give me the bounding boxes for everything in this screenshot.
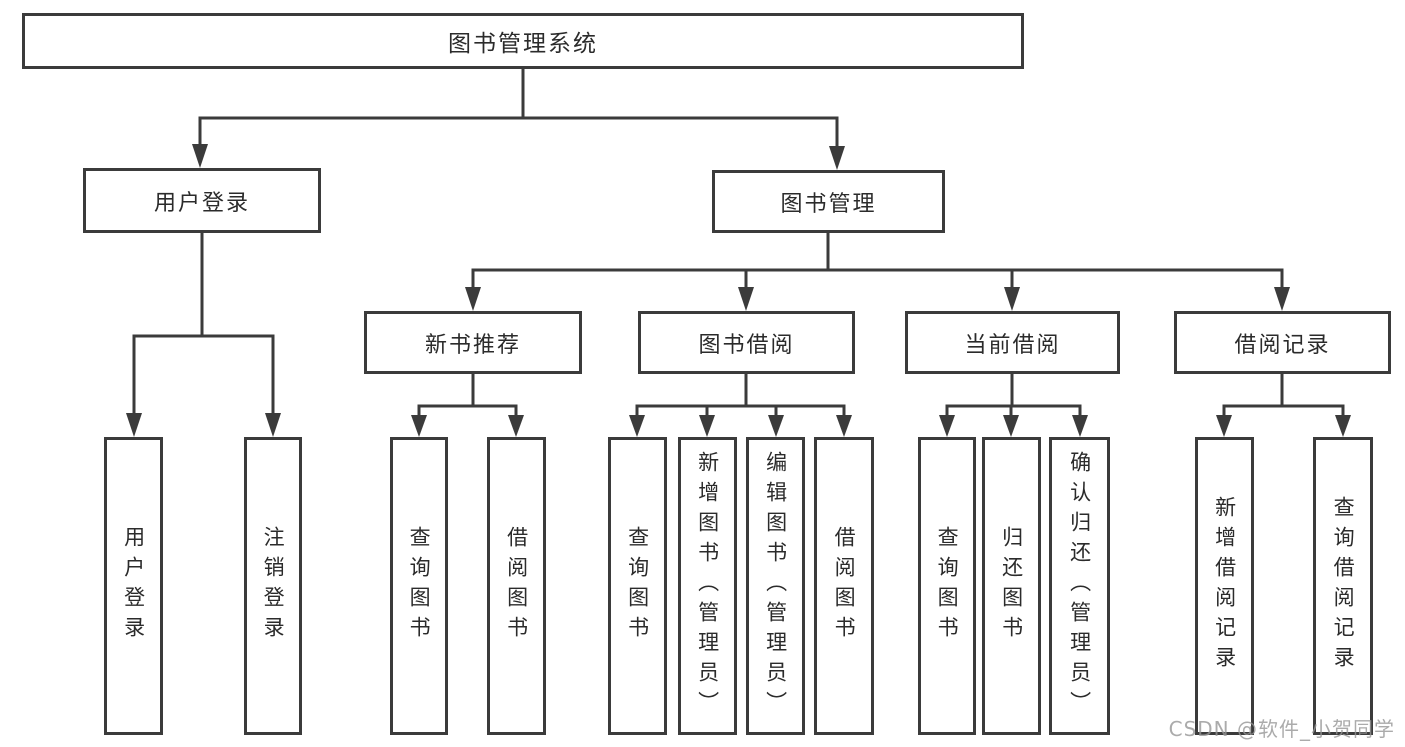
node-root: 图书管理系统 — [22, 13, 1024, 69]
node-leaf-logout-label: 注销登录 — [261, 526, 286, 646]
csdn-watermark: CSDN @软件_小贺同学 — [1168, 717, 1395, 741]
node-leaf-recommend-query-label: 查询图书 — [407, 526, 432, 646]
node-leaf-current-return: 归还图书 — [982, 437, 1041, 735]
node-leaf-records-add-label: 新增借阅记录 — [1212, 496, 1237, 676]
node-leaf-current-confirm-label: 确认归还（管理员） — [1067, 451, 1092, 721]
node-book-borrow-label: 图书借阅 — [698, 332, 795, 358]
node-current-borrow-label: 当前借阅 — [964, 332, 1061, 358]
node-leaf-user-login: 用户登录 — [104, 437, 163, 735]
node-leaf-borrow-query-label: 查询图书 — [625, 526, 650, 646]
node-leaf-recommend-query: 查询图书 — [390, 437, 448, 735]
node-current-borrow: 当前借阅 — [905, 311, 1120, 374]
node-leaf-recommend-borrow-label: 借阅图书 — [504, 526, 529, 646]
node-leaf-recommend-borrow: 借阅图书 — [487, 437, 546, 735]
node-leaf-records-query: 查询借阅记录 — [1313, 437, 1373, 735]
node-leaf-current-query-label: 查询图书 — [935, 526, 960, 646]
node-leaf-user-login-label: 用户登录 — [121, 526, 146, 646]
node-leaf-borrow-edit: 编辑图书（管理员） — [746, 437, 805, 735]
node-book-borrow: 图书借阅 — [638, 311, 855, 374]
node-leaf-borrow-query: 查询图书 — [608, 437, 667, 735]
node-leaf-borrow-add: 新增图书（管理员） — [678, 437, 737, 735]
node-leaf-borrow-borrow-label: 借阅图书 — [832, 526, 857, 646]
node-user-login-label: 用户登录 — [153, 190, 250, 216]
node-leaf-logout: 注销登录 — [244, 437, 302, 735]
node-borrow-records-label: 借阅记录 — [1234, 332, 1331, 358]
node-leaf-borrow-edit-label: 编辑图书（管理员） — [763, 451, 788, 721]
node-leaf-borrow-borrow: 借阅图书 — [814, 437, 874, 735]
node-leaf-records-query-label: 查询借阅记录 — [1331, 496, 1356, 676]
node-book-management: 图书管理 — [712, 170, 945, 233]
node-new-book-recommend: 新书推荐 — [364, 311, 582, 374]
node-leaf-borrow-add-label: 新增图书（管理员） — [695, 451, 720, 721]
node-leaf-current-query: 查询图书 — [918, 437, 976, 735]
node-leaf-current-return-label: 归还图书 — [999, 526, 1024, 646]
node-borrow-records: 借阅记录 — [1174, 311, 1391, 374]
node-leaf-records-add: 新增借阅记录 — [1195, 437, 1254, 735]
node-new-book-recommend-label: 新书推荐 — [424, 332, 521, 358]
node-user-login: 用户登录 — [83, 168, 321, 233]
node-root-label: 图书管理系统 — [448, 31, 598, 57]
node-leaf-current-confirm: 确认归还（管理员） — [1049, 437, 1110, 735]
node-book-management-label: 图书管理 — [780, 191, 877, 217]
